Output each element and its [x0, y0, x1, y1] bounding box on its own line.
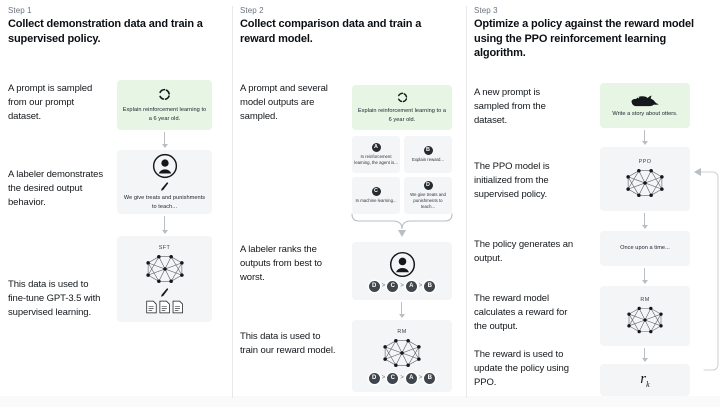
output-badge-b: B — [423, 145, 433, 155]
rm-rank-sep-3: > — [418, 375, 423, 381]
step-3-caption-2: The PPO model is initialized from the su… — [474, 161, 550, 200]
step-1-prompt-box[interactable]: Explain reinforcement learning to a 6 ye… — [117, 80, 212, 130]
refresh-cycle-icon — [157, 87, 172, 102]
step-1-label: Step 1 — [8, 6, 32, 15]
ppo-feedback-loop-arrow — [686, 160, 720, 382]
step-1-sft-box[interactable]: SFT — [117, 236, 212, 322]
step-1-arrow-2 — [161, 216, 168, 234]
labeler-person-icon — [389, 251, 416, 278]
step-3-column: Step 3 Optimize a policy against the rew… — [466, 0, 720, 407]
step-1-labeler-box[interactable]: We give treats and punishments to teach.… — [117, 150, 212, 214]
step-1-prompt-text: Explain reinforcement learning to a 6 ye… — [122, 107, 207, 122]
rank-sep-1: > — [381, 283, 386, 289]
step-3-label: Step 3 — [474, 6, 498, 15]
step-1-arrow-1 — [161, 132, 168, 148]
output-text-c: In machine learning... — [355, 197, 397, 203]
step-2-outputs-grid: A In reinforcement learning, the agent i… — [352, 136, 452, 214]
rm-rank-sep-1: > — [381, 375, 386, 381]
step-2-title: Collect comparison data and train a rewa… — [240, 18, 422, 45]
output-badge-d: D — [423, 180, 433, 190]
step-2-rm-title: RM — [397, 328, 407, 335]
step-2-caption-1: A prompt and several model outputs are s… — [240, 83, 328, 122]
step-3-rm-box[interactable]: RM — [600, 286, 690, 346]
documents-icon — [145, 300, 184, 314]
step-3-ppo-title: PPO — [638, 158, 652, 165]
pencil-icon — [160, 287, 169, 298]
output-text-b: Explain reward... — [411, 156, 444, 162]
step-1-sft-title: SFT — [158, 244, 171, 251]
step-3-caption-4: The reward model calculates a reward for… — [474, 293, 568, 332]
pencil-icon — [160, 181, 169, 192]
step-2-prompt-text: Explain reinforcement learning to a 6 ye… — [357, 108, 447, 123]
neural-network-icon — [142, 252, 188, 286]
neural-network-icon — [623, 304, 667, 336]
step-2-output-a[interactable]: A In reinforcement learning, the agent i… — [352, 136, 400, 173]
output-badge-c: C — [371, 186, 381, 196]
step-2-output-d[interactable]: D We give treats and punishments to teac… — [404, 177, 452, 214]
step-2-prompt-box[interactable]: Explain reinforcement learning to a 6 ye… — [352, 85, 452, 130]
column-divider-1 — [232, 6, 233, 398]
rank-badge-4: B — [424, 280, 436, 292]
rm-rank-badge-3: A — [405, 372, 417, 384]
step-2-output-b[interactable]: B Explain reward... — [404, 136, 452, 173]
bottom-band — [0, 396, 720, 407]
step-3-output-box[interactable]: Once upon a time... — [600, 231, 690, 266]
rm-rank-badge-1: D — [368, 372, 380, 384]
step-3-prompt-box[interactable]: Write a story about otters. — [600, 83, 690, 128]
refresh-cycle-icon — [396, 91, 409, 104]
step-1-caption-2: A labeler demonstrates the desired outpu… — [8, 169, 103, 208]
rank-badge-3: A — [405, 280, 417, 292]
step-3-arrow-2 — [641, 213, 648, 229]
neural-network-icon — [379, 336, 425, 370]
reward-symbol-sub: k — [646, 380, 650, 389]
step-3-arrow-1 — [641, 130, 648, 145]
step-1-caption-1: A prompt is sampled from our prompt data… — [8, 83, 93, 122]
step-1-title: Collect demonstration data and train a s… — [8, 18, 203, 45]
rank-badge-2: C — [387, 280, 399, 292]
step-2-rm-ranking-row: D > C > A > B — [368, 372, 436, 384]
step-3-prompt-text: Write a story about otters. — [612, 111, 678, 118]
step-2-label: Step 2 — [240, 6, 264, 15]
step-3-arrow-4 — [641, 348, 648, 362]
converging-brace-icon — [350, 212, 454, 240]
step-3-caption-5: The reward is used to update the policy … — [474, 349, 569, 388]
step-3-title: Optimize a policy against the reward mod… — [474, 18, 694, 60]
step-3-rm-title: RM — [640, 296, 650, 303]
reward-symbol-base: r — [640, 371, 647, 387]
rm-rank-badge-4: B — [424, 372, 436, 384]
labeler-person-icon — [152, 153, 178, 179]
step-1-caption-3: This data is used to fine-tune GPT-3.5 w… — [8, 279, 101, 318]
step-1-labeler-text: We give treats and punishments to teach.… — [123, 195, 206, 210]
output-badge-a: A — [371, 142, 381, 152]
step-3-caption-3: The policy generates an output. — [474, 239, 574, 264]
output-text-a: In reinforcement learning, the agent is.… — [354, 153, 398, 165]
neural-network-icon — [622, 166, 668, 200]
output-text-d: We give treats and punishments to teach.… — [410, 191, 446, 210]
rm-rank-badge-2: C — [387, 372, 399, 384]
step-3-ppo-box[interactable]: PPO — [600, 147, 690, 211]
rank-sep-3: > — [418, 283, 423, 289]
step-2-arrow-1 — [398, 302, 405, 318]
otter-icon — [630, 92, 660, 107]
step-2-ranking-box[interactable]: D > C > A > B — [352, 242, 452, 300]
rank-badge-1: D — [368, 280, 380, 292]
step-3-arrow-3 — [641, 268, 648, 284]
step-3-output-text: Once upon a time... — [620, 245, 670, 252]
rank-sep-2: > — [400, 283, 404, 289]
rm-rank-sep-2: > — [400, 375, 404, 381]
step-1-column: Step 1 Collect demonstration data and tr… — [0, 0, 232, 407]
column-divider-2 — [466, 6, 467, 398]
step-2-caption-2: A labeler ranks the outputs from best to… — [240, 244, 322, 283]
step-2-rm-box[interactable]: RM — [352, 320, 452, 392]
step-2-caption-3: This data is used to train our reward mo… — [240, 331, 336, 356]
step-3-reward-box[interactable]: rk — [600, 364, 690, 396]
reward-symbol-icon: rk — [640, 371, 649, 389]
step-3-caption-1: A new prompt is sampled from the dataset… — [474, 87, 546, 126]
step-2-column: Step 2 Collect comparison data and train… — [232, 0, 466, 407]
step-2-ranking-row: D > C > A > B — [368, 280, 436, 292]
step-2-output-c[interactable]: C In machine learning... — [352, 177, 400, 214]
